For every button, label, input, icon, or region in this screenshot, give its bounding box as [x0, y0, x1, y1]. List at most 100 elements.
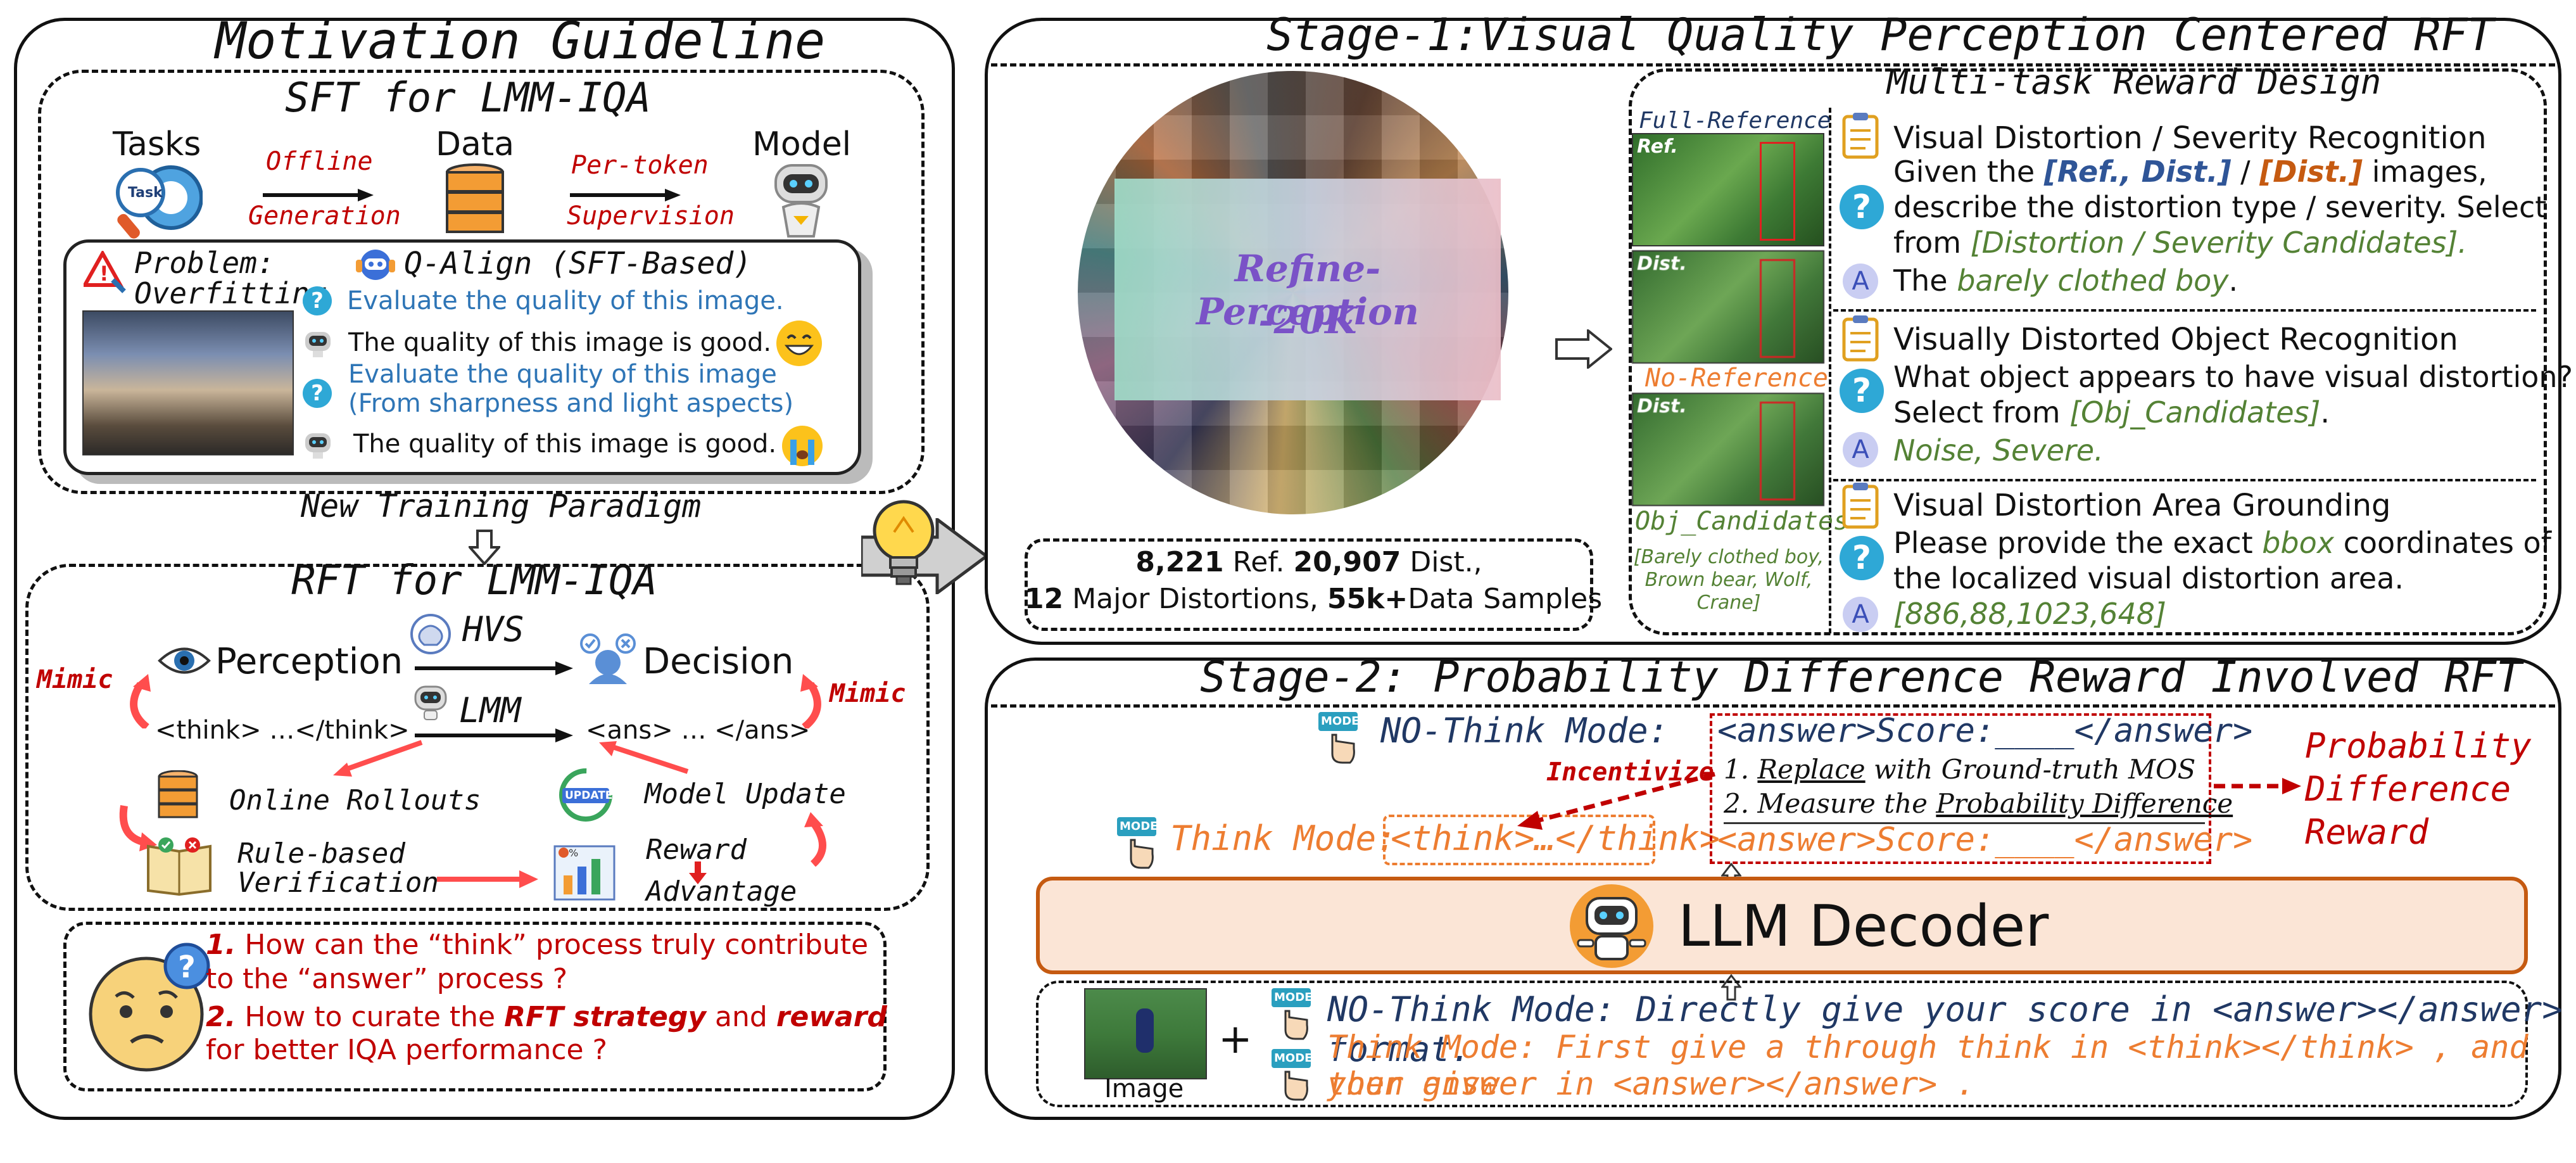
- sft-title: SFT for LMM-IQA: [285, 75, 651, 122]
- think-mode-badge: MODE: [1120, 820, 1158, 833]
- task2-q-candidates: [Obj_Candidates]: [2069, 395, 2321, 429]
- step-2: 2. Measure the Probability Difference: [1724, 788, 2233, 819]
- task2-answer-icon: A: [1843, 432, 1878, 467]
- stage1-panel: [985, 18, 2561, 645]
- no-reference-label: No-Reference: [1645, 364, 1828, 393]
- arrow-hvs: [415, 661, 573, 675]
- supervision-label: Supervision: [567, 201, 735, 231]
- task2-title: Visually Distorted Object Recognition: [1893, 322, 2458, 357]
- candidates-line1: [Barely clothed boy,: [1633, 546, 1824, 568]
- new-paradigm-label: New Training Paradigm: [301, 488, 702, 524]
- player-figure: [1136, 1008, 1154, 1053]
- pd-reward-line2: Difference: [2305, 769, 2511, 809]
- llm-decoder-bar: [1036, 877, 2528, 974]
- answer-tag-top: <answer>Score:____</answer>: [1717, 712, 2253, 750]
- step-1-replace: Replace: [1757, 754, 1866, 785]
- prompt-think-mode-icon: MODE: [1270, 1046, 1312, 1101]
- question-icon: ?: [303, 286, 332, 315]
- stage2-title-rule: [991, 704, 2555, 708]
- think-tag-label: <think> …</think>: [155, 716, 410, 745]
- decision-label: Decision: [643, 641, 794, 682]
- svg-text:%: %: [569, 847, 578, 859]
- dataset-stats-line1: 8,221 Ref. 20,907 Dist.,: [1025, 546, 1593, 578]
- pd-reward-line1: Probability: [2305, 726, 2532, 766]
- question-1-text: How can the “think” process truly contri…: [236, 929, 869, 961]
- offline-label: Offline: [266, 147, 373, 176]
- update-arrow: [595, 740, 690, 778]
- candidates-line2: Brown bear, Wolf,: [1645, 569, 1813, 591]
- step-2-measure: Measure the: [1757, 788, 1936, 819]
- question-2-mid: and: [706, 1001, 776, 1033]
- qalign-q1: Evaluate the quality of this image.: [347, 286, 784, 315]
- grin-emoji-icon: [774, 318, 824, 369]
- task2-q-post: .: [2320, 395, 2330, 429]
- task1-q-slash: /: [2231, 155, 2260, 189]
- step-1-num: 1.: [1724, 754, 1758, 785]
- prompt-think-line1: Think Mode: First give a through think i…: [1327, 1029, 2529, 1102]
- qalign-q2-line1: Evaluate the quality of this image: [348, 360, 777, 389]
- ref-tag: Ref.: [1637, 136, 1678, 158]
- task3-q-line2: the localized visual distortion area.: [1893, 561, 2404, 595]
- task1-q-post: images,: [2363, 155, 2487, 189]
- prompt-think-badge: MODE: [1274, 1052, 1313, 1065]
- task1-q-line3: from [Distortion / Severity Candidates].: [1893, 226, 2467, 260]
- incentivize-label: Incentivize: [1546, 758, 1714, 787]
- noref-dist-tag: Dist.: [1637, 395, 1687, 417]
- reward-design-divider: [1829, 108, 1831, 633]
- task1-title: Visual Distortion / Severity Recognition: [1893, 120, 2487, 156]
- step-1: 1. Replace with Ground-truth MOS: [1724, 754, 2195, 785]
- think-mode-icon: MODE: [1116, 815, 1158, 869]
- ref-image-thumb: Ref.: [1632, 133, 1824, 246]
- no-think-mode-label: NO-Think Mode:: [1380, 711, 1669, 751]
- robot-avatar-icon: [300, 327, 336, 359]
- input-image-label: Image: [1104, 1074, 1184, 1103]
- qalign-a1: The quality of this image is good.: [348, 328, 772, 357]
- samples-label: Data Samples: [1408, 583, 1603, 615]
- reward-chart-icon: %: [550, 834, 619, 903]
- lmm-robot-icon: [412, 683, 450, 721]
- step-2-num: 2.: [1724, 788, 1758, 819]
- task1-q-refdist: [Ref., Dist.]: [2043, 155, 2232, 189]
- question-2-pre: How to curate the: [236, 1001, 505, 1033]
- stage2-title: Stage-2: Probability Difference Reward I…: [1200, 652, 2522, 702]
- model-update-label: Model Update: [645, 778, 846, 810]
- perception-label: Perception: [215, 641, 403, 682]
- task1-q-line1: Given the [Ref., Dist.] / [Dist.] images…: [1893, 155, 2487, 189]
- prompt-nothink-mode-icon: MODE: [1270, 986, 1312, 1040]
- checklist-book-icon: [144, 835, 214, 896]
- task2-q-pre: Select from: [1893, 395, 2070, 429]
- ref-label: Ref.: [1223, 546, 1294, 578]
- task2-q-line2: Select from [Obj_Candidates].: [1893, 395, 2330, 429]
- rft-title: RFT for LMM-IQA: [291, 557, 657, 604]
- ref-count: 8,221: [1135, 546, 1224, 578]
- task1-q-pre: Given the: [1893, 155, 2044, 189]
- arrow-per-token: [570, 189, 681, 201]
- question-2-reward: reward: [776, 1001, 887, 1033]
- task3-question-icon: ?: [1840, 536, 1884, 580]
- question-2-line2: for better IQA performance ?: [206, 1034, 607, 1066]
- think-tag: <think>…</think>: [1391, 818, 1720, 858]
- answer-tag-bottom: <answer>Score:____</answer>: [1717, 821, 2253, 859]
- question-1-number: 1.: [206, 929, 236, 961]
- dataset-name: Refine-Perception: [1196, 247, 1419, 333]
- qalign-q2-line2: (From sharpness and light aspects): [348, 389, 794, 418]
- step-1-rest: with Ground-truth MOS: [1865, 754, 2196, 785]
- update-loop-arrow-icon: [792, 810, 836, 867]
- question-2-line1: 2. How to curate the RFT strategy and re…: [206, 1001, 887, 1033]
- stage1-title: Stage-1:Visual Quality Perception Center…: [1266, 9, 2494, 61]
- brain-icon: [408, 612, 453, 656]
- no-think-mode-badge: MODE: [1321, 715, 1360, 728]
- tasks-gear-icon: Task: [108, 160, 203, 242]
- task3-q-bbox: bbox: [2262, 526, 2334, 560]
- task1-answer-icon: A: [1843, 264, 1878, 299]
- step-2-pd: Probability Difference: [1936, 788, 2233, 819]
- noref-image-thumb: Dist.: [1632, 393, 1824, 506]
- lmm-label: LMM: [459, 690, 521, 730]
- think-mode-label: Think Mode:: [1170, 818, 1397, 858]
- task1-a-pre: The: [1893, 264, 1957, 298]
- task1-a-post: .: [2228, 264, 2238, 298]
- task2-question-icon: ?: [1840, 369, 1884, 413]
- decision-icon: [576, 630, 640, 684]
- task3-answer: [886,88,1023,648]: [1893, 597, 2166, 631]
- down-arrow-icon: [467, 530, 502, 566]
